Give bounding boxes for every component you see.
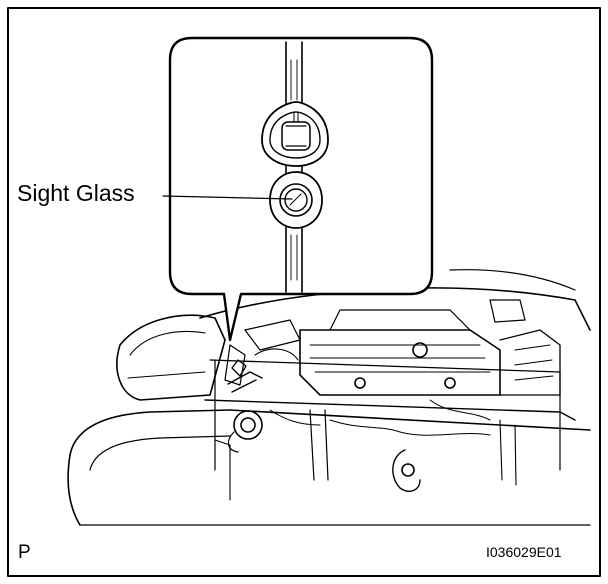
corner-code: P [18,542,31,563]
engine-bay-drawing [67,269,591,526]
callout-bubble [168,36,434,342]
figure-id: I036029E01 [486,544,562,560]
sight-glass-label: Sight Glass [17,180,135,206]
figure-frame [7,7,601,577]
callout-leader-line [162,195,293,200]
